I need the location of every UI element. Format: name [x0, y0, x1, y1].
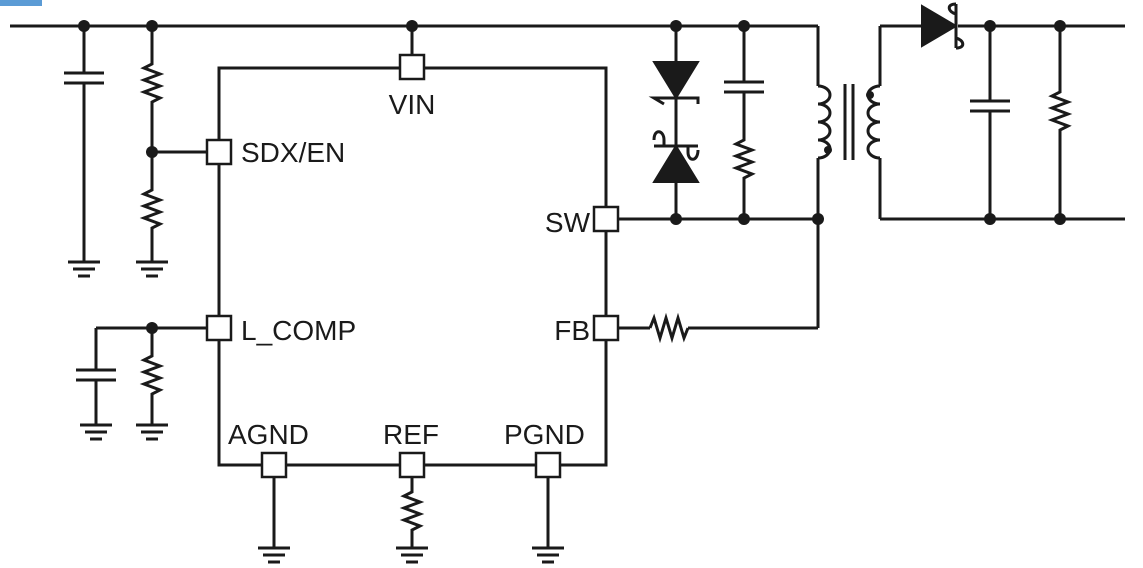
ground-icon: [396, 546, 428, 564]
input-capacitor-icon: [64, 26, 104, 262]
diode-icon: [921, 2, 965, 50]
ground-icon: [80, 423, 112, 441]
transformer-icon: [816, 26, 882, 219]
pin-sw: [592, 205, 620, 233]
output-resistor-icon: [1047, 26, 1073, 219]
ground-icon: [136, 260, 168, 278]
zener-diode-icon: [648, 26, 700, 146]
ref-resistor-icon: [399, 477, 425, 548]
pin-ref: [398, 451, 426, 479]
pin-agnd: [260, 451, 288, 479]
pin-vin: [398, 53, 426, 81]
pin-l-comp: [205, 314, 233, 342]
comp-capacitor-icon: [76, 368, 116, 425]
pin-sdx-en: [205, 138, 233, 166]
label-ref: REF: [383, 419, 439, 450]
divider-top-resistor-icon: [139, 26, 165, 152]
ic-body: [217, 66, 608, 467]
pin-pgnd: [534, 451, 562, 479]
corner-accent: [0, 0, 42, 6]
fb-resistor-icon: [618, 312, 818, 344]
label-pgnd: PGND: [504, 419, 585, 450]
zener-diode-icon: [652, 130, 700, 219]
ground-icon: [532, 546, 564, 564]
output-capacitor-icon: [970, 26, 1010, 219]
ground-icon: [258, 546, 290, 564]
label-fb: FB: [554, 315, 590, 346]
divider-bottom-resistor-icon: [139, 152, 165, 262]
label-sw: SW: [545, 207, 591, 238]
sw-node: [618, 213, 824, 328]
label-vin: VIN: [389, 89, 436, 120]
ground-icon: [68, 260, 100, 278]
pin-fb: [592, 314, 620, 342]
label-sdx-en: SDX/EN: [241, 137, 345, 168]
snubber-resistor-icon: [731, 92, 757, 219]
label-agnd: AGND: [228, 419, 309, 450]
output-rail: [880, 20, 1125, 225]
ground-icon: [136, 423, 168, 441]
input-rail: [10, 20, 818, 32]
snubber-capacitor-icon: [724, 26, 764, 94]
comp-resistor-icon: [139, 328, 165, 425]
label-l-comp: L_COMP: [241, 315, 356, 346]
